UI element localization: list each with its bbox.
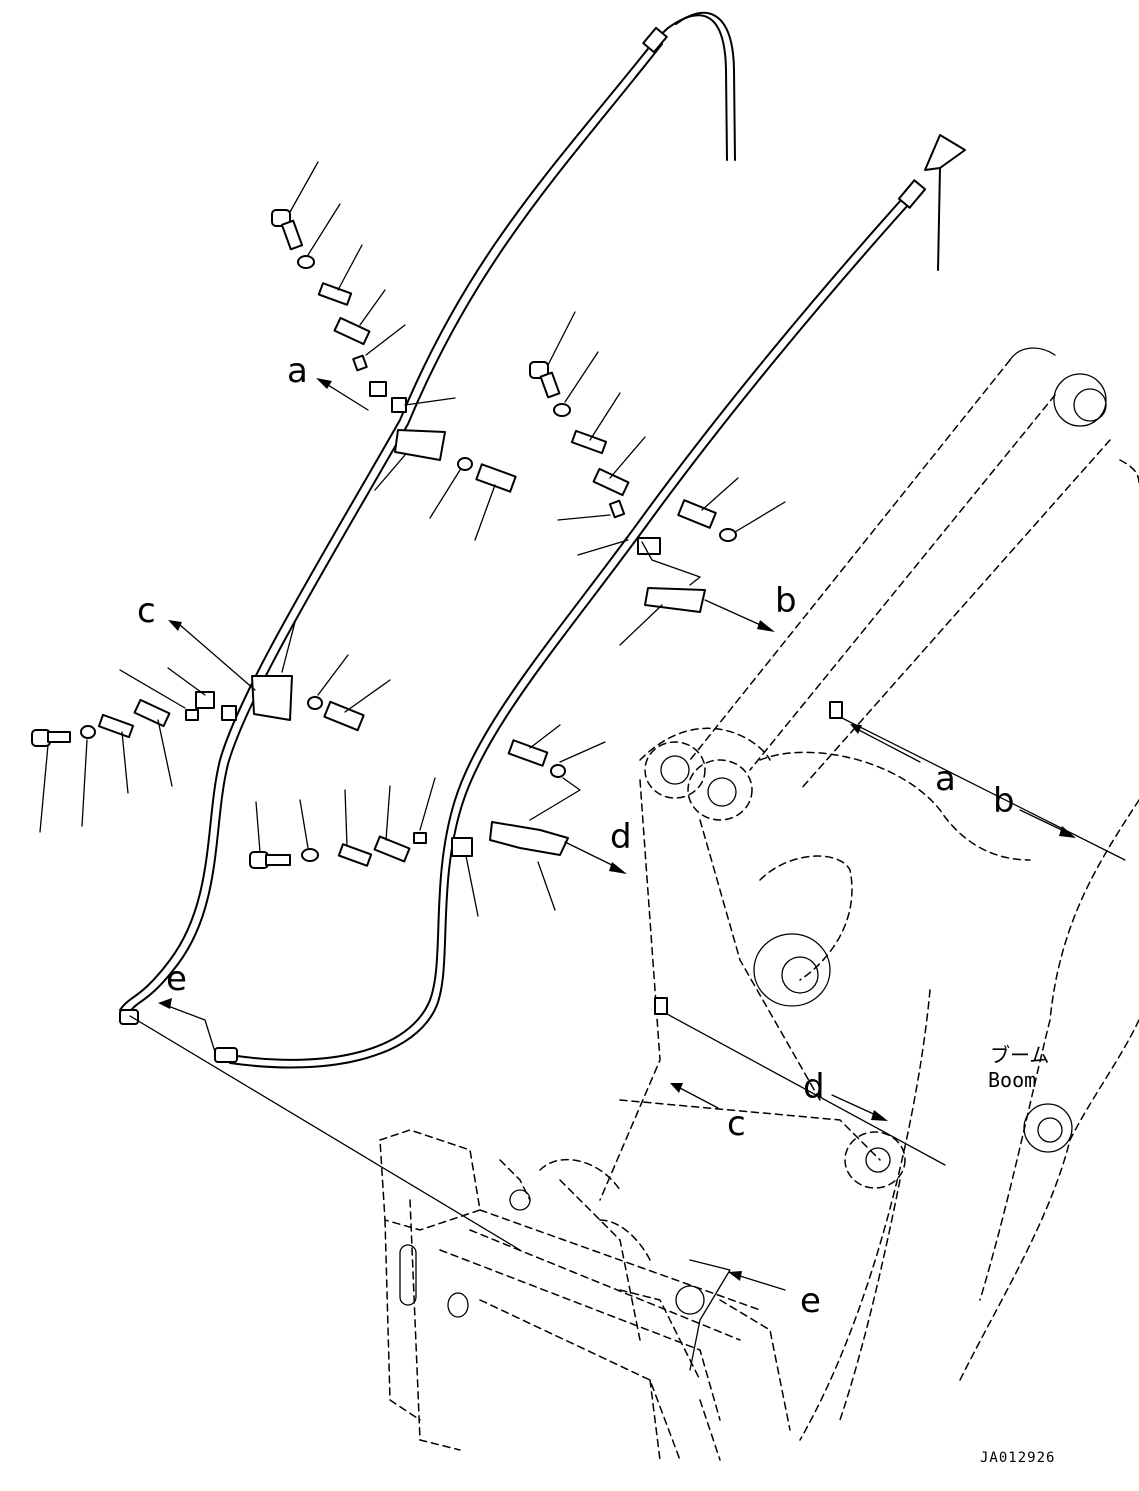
boom-mount-points <box>654 701 1126 1371</box>
drawing-code: JA012926 <box>980 1450 1055 1466</box>
callout-c-boom: c <box>727 1104 746 1144</box>
callout-a-top: a <box>287 351 308 391</box>
callout-d-top: d <box>610 817 632 857</box>
callout-e-top: e <box>166 959 187 999</box>
left-hose <box>119 11 736 1025</box>
callout-b-boom: b <box>993 781 1015 821</box>
front-frame <box>379 1129 791 1461</box>
boom-label-jp: ブーム <box>990 1043 1049 1067</box>
clamp-group-a <box>271 161 517 541</box>
clamp-group-b <box>529 311 786 646</box>
clamp-group-c <box>31 620 391 833</box>
callout-e-arrow-top <box>158 998 216 1053</box>
callout-b-top: b <box>775 581 797 621</box>
clamp-group-d <box>249 724 627 917</box>
boom-label-en: Boom <box>988 1068 1036 1092</box>
boom-structure <box>559 347 1139 1441</box>
callout-c-top: c <box>137 591 156 631</box>
callout-e-boom: e <box>800 1281 821 1321</box>
hose-leader-line <box>129 1015 521 1251</box>
right-hose <box>214 134 966 1069</box>
callout-a-boom: a <box>935 759 956 799</box>
callout-d-boom: d <box>803 1067 825 1107</box>
